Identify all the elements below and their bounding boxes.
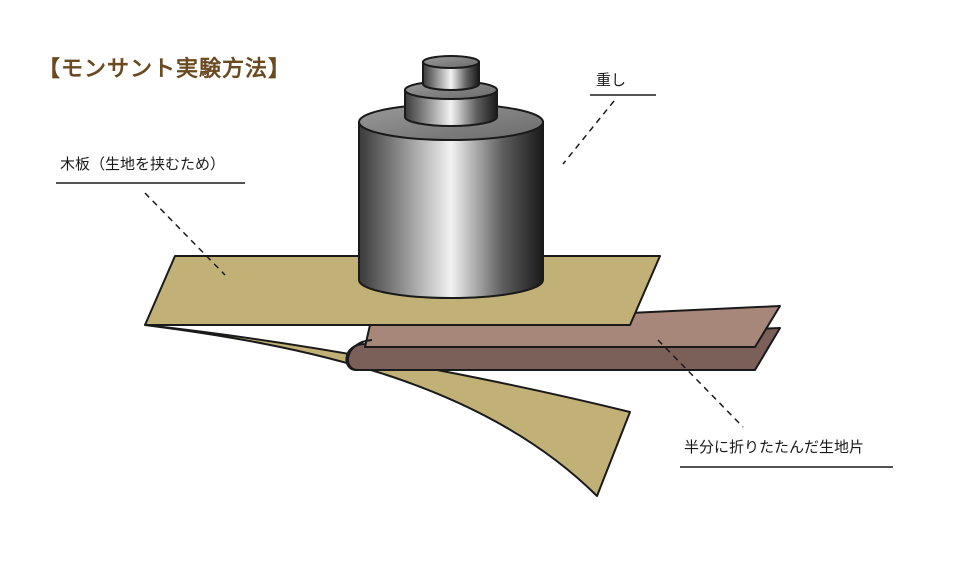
fabric-top-layer	[364, 305, 781, 348]
fabric-fold-edge	[347, 339, 373, 371]
board-leader-line	[144, 192, 226, 276]
weight-small-body	[422, 61, 480, 91]
weight-leader-line	[562, 100, 615, 165]
weight-label: 重し	[596, 71, 627, 89]
weight-small-top	[422, 55, 480, 69]
board-label: 木板（生地を挟むため）	[60, 155, 226, 173]
fabric-label: 半分に折りたたんだ生地片	[684, 438, 865, 456]
weight-large-body	[358, 121, 544, 299]
fabric-leader-line	[657, 339, 744, 428]
diagram-title: 【モンサント実験方法】	[38, 56, 292, 82]
weight-middle-body	[404, 89, 498, 127]
lower-board	[144, 324, 631, 497]
